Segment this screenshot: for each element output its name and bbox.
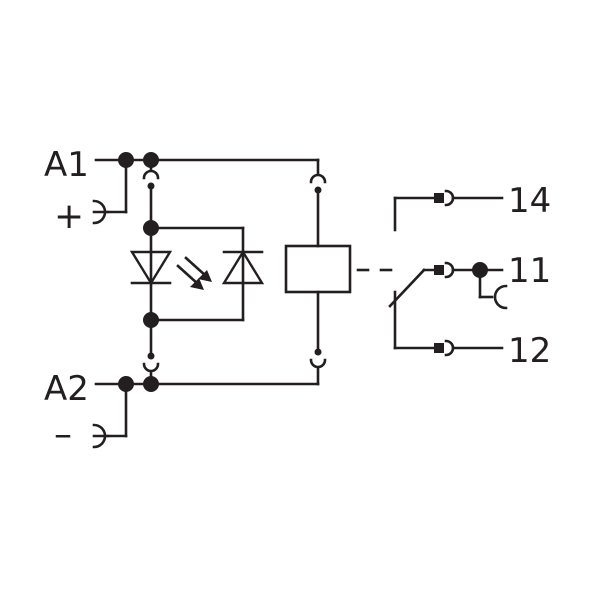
terminal-label-14: 14 — [508, 181, 551, 221]
polarity-label-minus: – — [54, 414, 72, 455]
indicator-led-icon — [129, 250, 212, 290]
freewheel-diode-icon — [149, 226, 265, 322]
terminal-label-11: 11 — [508, 251, 551, 291]
relay-coil-icon — [284, 173, 393, 369]
a1-supply-line — [94, 152, 320, 214]
a2-supply-line — [94, 366, 320, 438]
changeover-contact-icon — [388, 189, 508, 357]
terminal-label-12: 12 — [508, 331, 551, 371]
terminal-label-a1: A1 — [44, 145, 89, 185]
plus-socket-icon — [92, 199, 110, 225]
terminal-label-a2: A2 — [44, 369, 89, 409]
polarity-label-plus: + — [54, 196, 84, 237]
minus-socket-icon — [92, 423, 110, 449]
